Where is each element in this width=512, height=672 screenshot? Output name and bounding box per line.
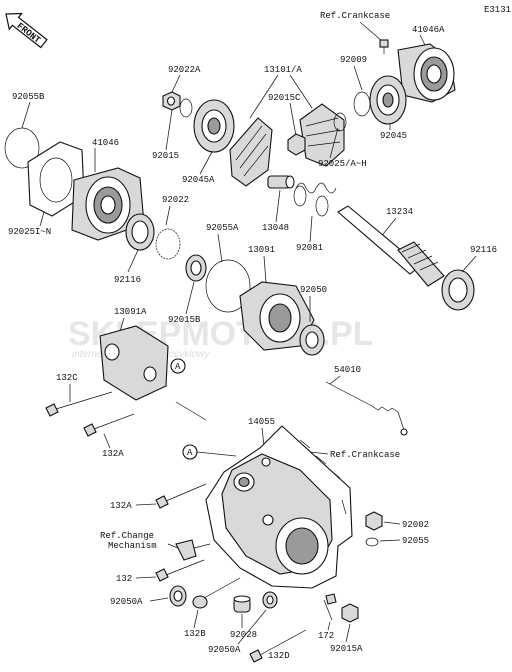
shift-housing-13091A xyxy=(99,325,169,401)
bearing-housing-41046A xyxy=(397,43,456,103)
bearing-92045A xyxy=(193,99,235,153)
part-92025A-H: 92025/A~H xyxy=(318,159,367,169)
callout-a-upper xyxy=(170,358,186,374)
part-92116-right: 92116 xyxy=(470,245,497,255)
seal-92050 xyxy=(299,324,325,356)
front-arrow-icon: FRONT xyxy=(5,12,48,49)
cable-54010 xyxy=(175,381,408,436)
part-132B: 132B xyxy=(184,629,206,639)
spring-92081 xyxy=(293,182,337,217)
seal-92050A-left xyxy=(169,585,187,607)
bolt-132B xyxy=(192,577,241,609)
part-92045A: 92045A xyxy=(182,175,215,185)
part-92028: 92028 xyxy=(230,630,257,640)
part-92055A: 92055A xyxy=(206,223,239,233)
part-92050: 92050 xyxy=(300,285,327,295)
callout-a-upper-text: A xyxy=(175,362,181,372)
part-13091: 13091 xyxy=(248,245,275,255)
bolt-132C xyxy=(45,391,113,417)
bolt-132A-lower xyxy=(155,483,207,509)
change-lever xyxy=(175,539,211,561)
seal-92116-left xyxy=(125,213,155,251)
part-92081: 92081 xyxy=(296,243,323,253)
part-92050A-center: 92050A xyxy=(208,645,241,655)
part-92009: 92009 xyxy=(340,55,367,65)
part-132A-lower: 132A xyxy=(110,501,132,511)
callout-a-lower-text: A xyxy=(187,448,193,458)
drain-plug-92002 xyxy=(365,511,383,531)
ref-change-line1: Ref.Change xyxy=(100,531,154,541)
ref-crankcase-top: Ref.Crankcase xyxy=(320,11,390,21)
washer-92055 xyxy=(365,537,379,547)
part-92116-left: 92116 xyxy=(114,275,141,285)
ref-change-line2: Mechanism xyxy=(108,541,157,551)
part-92015C: 92015C xyxy=(268,93,301,103)
ring-92009 xyxy=(353,91,371,117)
part-92050A-left: 92050A xyxy=(110,597,143,607)
part-92022: 92022 xyxy=(162,195,189,205)
part-92055: 92055 xyxy=(402,536,429,546)
diagram-code: E3131 xyxy=(484,5,511,15)
part-132D: 132D xyxy=(268,651,290,661)
bush-92028 xyxy=(233,595,251,613)
part-41046A: 41046A xyxy=(412,25,445,35)
part-92045: 92045 xyxy=(380,131,407,141)
seal-92050A-center xyxy=(262,591,278,609)
seal-92116-right xyxy=(441,269,475,311)
part-132C: 132C xyxy=(56,373,78,383)
ref-crankcase-mid: Ref.Crankcase xyxy=(330,450,400,460)
part-41046: 41046 xyxy=(92,138,119,148)
part-92015B: 92015B xyxy=(168,315,201,325)
bevel-gear-right xyxy=(299,103,345,167)
shim-92025 xyxy=(333,112,347,132)
part-13048: 13048 xyxy=(262,223,289,233)
part-92025I-N: 92025I~N xyxy=(8,227,51,237)
housing-13091 xyxy=(239,281,315,351)
part-172: 172 xyxy=(318,631,334,641)
oring-92055A xyxy=(205,259,251,313)
coupling-13048 xyxy=(267,175,295,189)
part-13091A: 13091A xyxy=(114,307,147,317)
oring-92055B xyxy=(4,127,40,169)
circlip-92022 xyxy=(155,228,181,260)
bolt-132A-upper xyxy=(83,413,135,437)
part-54010: 54010 xyxy=(334,365,361,375)
part-92015A: 92015A xyxy=(330,644,363,654)
bolt-small-top xyxy=(379,39,389,54)
bearing-92045 xyxy=(369,75,407,125)
part-13101A: 13101/A xyxy=(264,65,302,75)
nut-92015A xyxy=(341,603,359,623)
part-92022A: 92022A xyxy=(168,65,201,75)
part-132: 132 xyxy=(116,574,132,584)
bearing-92015B xyxy=(185,254,207,282)
nut-92015 xyxy=(162,91,181,111)
stud-172 xyxy=(323,593,337,621)
bevel-gear-left xyxy=(229,117,273,187)
part-13234: 13234 xyxy=(386,207,413,217)
crankcase-cover-14055 xyxy=(205,425,353,589)
nut-92015C xyxy=(287,133,306,156)
part-92015: 92015 xyxy=(152,151,179,161)
bolt-132 xyxy=(155,559,205,582)
drive-shaft-13234 xyxy=(337,205,445,287)
part-14055: 14055 xyxy=(248,417,275,427)
part-132A-upper: 132A xyxy=(102,449,124,459)
washer-92022A xyxy=(179,98,193,118)
part-92002: 92002 xyxy=(402,520,429,530)
part-92055B: 92055B xyxy=(12,92,45,102)
bolt-132D xyxy=(249,629,307,663)
bearing-housing-41046 xyxy=(71,167,145,241)
